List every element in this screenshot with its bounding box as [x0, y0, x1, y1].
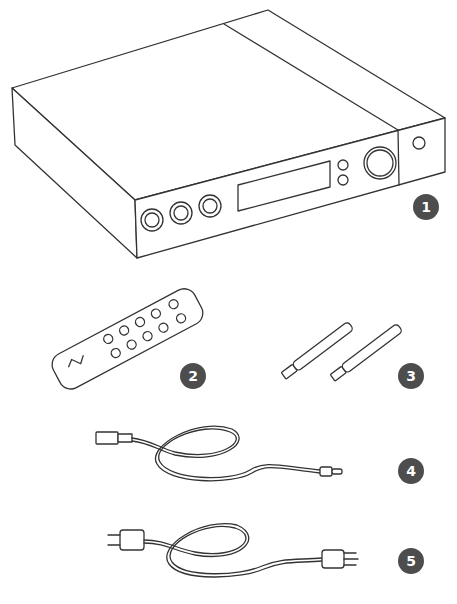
antennas — [281, 321, 403, 382]
callout-number: 4 — [398, 458, 424, 484]
power-cord — [108, 524, 358, 577]
callout-number: 3 — [398, 363, 424, 389]
remote-control — [48, 285, 207, 394]
callout-number: 5 — [398, 548, 424, 574]
callout-number: 1 — [413, 194, 439, 220]
amplifier-unit — [12, 10, 445, 258]
usb-cable — [96, 426, 342, 481]
callout-number: 2 — [180, 363, 206, 389]
